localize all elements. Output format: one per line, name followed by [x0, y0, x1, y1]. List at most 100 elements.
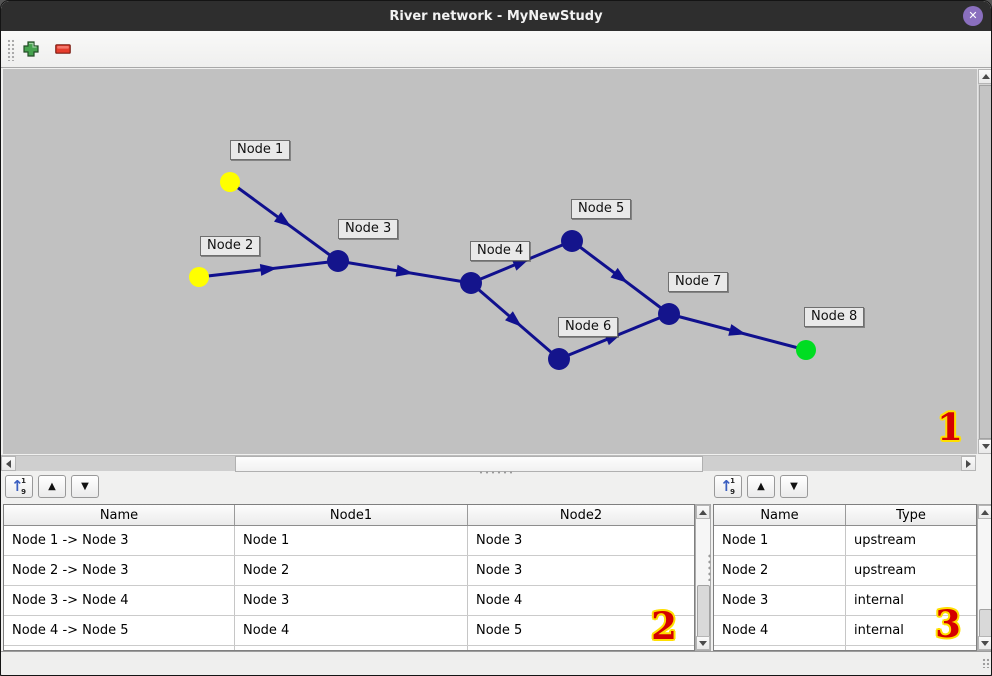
annotation-mark: 1: [937, 405, 963, 449]
table-cell: upstream: [854, 563, 917, 578]
edges-move-up-button[interactable]: ▲: [38, 475, 66, 498]
edges-move-down-button[interactable]: ▼: [71, 475, 99, 498]
nodes-sort-button[interactable]: ↑ 1 9: [714, 475, 742, 498]
table-cell: Node 1 -> Node 3: [4, 526, 235, 555]
scroll-down-icon[interactable]: [978, 636, 991, 650]
node-label[interactable]: Node 5: [571, 199, 632, 219]
table-row[interactable]: Node 1 upstream: [714, 526, 976, 556]
column-header[interactable]: Name: [714, 505, 846, 525]
table-row[interactable]: Node 2 upstream: [714, 556, 976, 586]
network-graph: [189, 172, 816, 370]
node[interactable]: [220, 172, 240, 192]
main-toolbar: [1, 31, 991, 68]
table-cell: [235, 646, 468, 650]
table-cell: Node 2: [714, 556, 846, 585]
table-cell: Node 3: [714, 586, 846, 615]
table-cell: Node 3: [235, 586, 468, 615]
scroll-up-icon[interactable]: [978, 505, 991, 519]
node[interactable]: [189, 267, 209, 287]
canvas-horizontal-scrollbar[interactable]: [1, 455, 976, 472]
table-cell: Node 1: [235, 526, 468, 555]
node[interactable]: [561, 230, 583, 252]
scroll-right-icon[interactable]: [961, 456, 976, 471]
node-label[interactable]: Node 3: [338, 219, 399, 239]
vertical-splitter-handle[interactable]: [707, 553, 712, 581]
canvas-hscroll-thumb[interactable]: [235, 456, 703, 472]
nodes-table-scrollbar[interactable]: [977, 504, 991, 651]
node[interactable]: [327, 250, 349, 272]
table-cell: [4, 646, 235, 650]
table-cell: Node 3: [476, 533, 523, 548]
triangle-up-icon: ▲: [48, 481, 56, 492]
edges-table-scrollbar[interactable]: [695, 504, 711, 651]
table-cell: Node 2: [235, 556, 468, 585]
edge-arrow-icon: [728, 324, 747, 336]
node-label[interactable]: Node 1: [230, 140, 291, 160]
edges-scroll-thumb[interactable]: [697, 585, 710, 640]
edge-arrow-icon: [274, 211, 292, 227]
horizontal-splitter-handle[interactable]: [478, 470, 512, 475]
add-button[interactable]: [19, 37, 43, 61]
scroll-left-icon[interactable]: [1, 456, 16, 471]
node[interactable]: [460, 272, 482, 294]
scroll-down-icon[interactable]: [696, 636, 710, 650]
river-network-canvas[interactable]: Node 1 Node 2 Node 3 Node 4 Node 5 Node 6 Node…: [3, 69, 977, 454]
sort-1-9-icon: ↑ 1 9: [720, 476, 735, 496]
node[interactable]: [796, 340, 816, 360]
scroll-down-icon[interactable]: [978, 439, 991, 454]
nodes-move-up-button[interactable]: ▲: [747, 475, 775, 498]
title-bar: River network - MyNewStudy ✕: [1, 1, 991, 31]
node-label[interactable]: Node 2: [200, 236, 261, 256]
canvas-vertical-scrollbar[interactable]: [977, 69, 991, 454]
node[interactable]: [548, 348, 570, 370]
table-cell: Node 1: [714, 526, 846, 555]
node-label[interactable]: Node 4: [470, 241, 531, 261]
table-cell: internal: [854, 593, 904, 608]
triangle-down-icon: ▼: [81, 481, 89, 492]
table-cell: upstream: [854, 533, 917, 548]
node-label[interactable]: Node 7: [668, 272, 729, 292]
resize-grip[interactable]: [982, 658, 991, 668]
close-icon[interactable]: ✕: [963, 6, 983, 26]
column-header[interactable]: Node2: [559, 507, 603, 523]
table-cell: Node 5: [476, 623, 523, 638]
table-cell: Node 3: [476, 563, 523, 578]
column-header[interactable]: Type: [896, 507, 926, 523]
remove-button[interactable]: [51, 37, 75, 61]
annotation-mark: 3: [935, 602, 961, 646]
green-plus-icon: [23, 41, 39, 57]
node-label[interactable]: Node 8: [804, 307, 865, 327]
table-row[interactable]: [4, 646, 694, 650]
edge-arrow-icon: [259, 263, 278, 276]
edges-sort-button[interactable]: ↑ 1 9: [5, 475, 33, 498]
column-header[interactable]: Node1: [235, 505, 468, 525]
status-strip: [1, 651, 991, 675]
column-header[interactable]: Name: [4, 505, 235, 525]
table-row[interactable]: Node 3 internal: [714, 586, 976, 616]
edge-arrow-icon: [395, 264, 414, 277]
toolbar-drag-handle[interactable]: [7, 39, 15, 61]
table-row[interactable]: [714, 646, 976, 650]
red-minus-icon: [55, 44, 71, 54]
edge-arrow-icon: [505, 311, 522, 327]
scroll-up-icon[interactable]: [978, 69, 991, 84]
table-cell: Node 4: [235, 616, 468, 645]
node[interactable]: [658, 303, 680, 325]
table-cell: Node 3 -> Node 4: [4, 586, 235, 615]
nodes-move-down-button[interactable]: ▼: [780, 475, 808, 498]
table-cell: Node 4: [476, 593, 523, 608]
annotation-mark: 2: [651, 604, 677, 648]
scroll-up-icon[interactable]: [696, 505, 710, 519]
triangle-up-icon: ▲: [757, 481, 765, 492]
triangle-down-icon: ▼: [790, 481, 798, 492]
node-label[interactable]: Node 6: [558, 317, 619, 337]
canvas-vscroll-thumb[interactable]: [979, 85, 991, 439]
edge-arrow-icon: [610, 267, 628, 283]
